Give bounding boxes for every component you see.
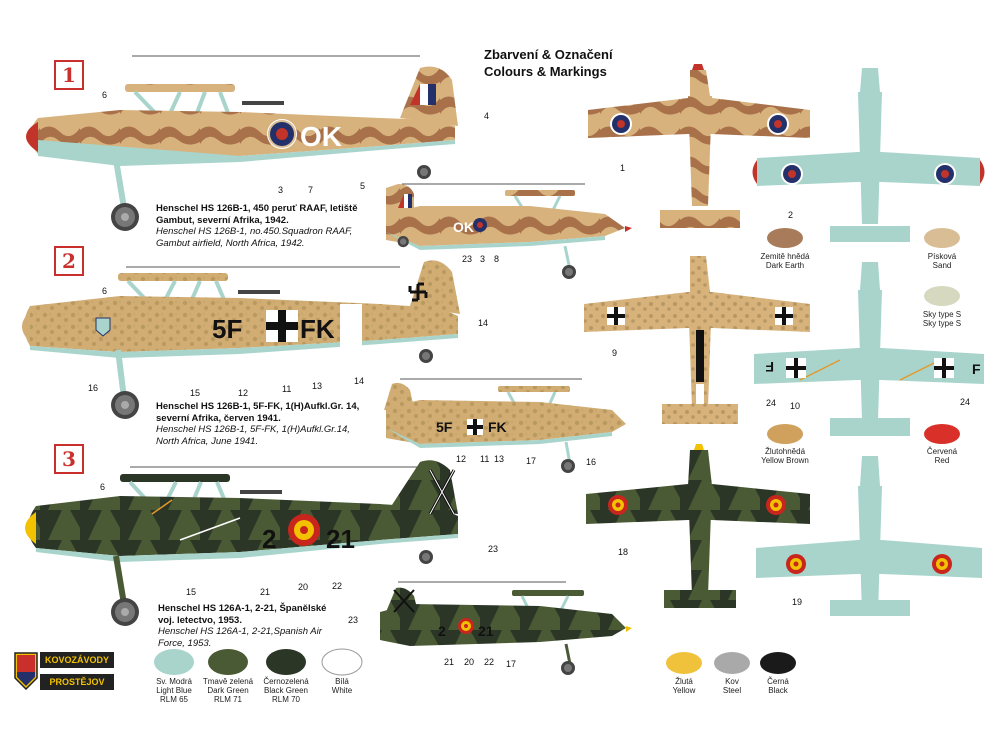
svg-text:2: 2 <box>262 524 276 554</box>
swatch-dark-earth <box>767 228 803 248</box>
callout: 11 <box>282 384 292 394</box>
callout: 14 <box>354 376 365 386</box>
callout: 13 <box>494 454 505 464</box>
scheme-3-small-view: 2 21 <box>380 581 632 675</box>
callout: 1 <box>620 163 626 173</box>
callout: 16 <box>88 383 99 393</box>
callout: 11 <box>480 454 490 464</box>
callout: 12 <box>456 454 467 464</box>
scheme-3-side-view: 2 21 <box>25 460 458 626</box>
svg-text:F: F <box>972 361 981 377</box>
misc-swatches <box>666 652 796 674</box>
callout: 19 <box>792 597 803 607</box>
scheme-3-caption: Henschel HS 126A-1, 2-21, Španělské voj.… <box>158 603 327 649</box>
callout: 17 <box>526 456 537 466</box>
callout: 18 <box>618 547 629 557</box>
callout: 3 <box>480 254 486 264</box>
callout: 21 <box>444 657 455 667</box>
svg-text:OK: OK <box>453 219 474 235</box>
svg-text:5F: 5F <box>436 419 453 435</box>
scheme-3-badge: 3 <box>54 444 84 474</box>
callout: 12 <box>238 388 249 398</box>
svg-text:2: 2 <box>438 623 446 639</box>
callout: 15 <box>190 388 201 398</box>
upper-wing <box>125 84 235 92</box>
scheme-2-small-view: 5F FK <box>384 378 626 473</box>
scheme-2-badge: 2 <box>54 246 84 276</box>
callout: 3 <box>278 185 284 195</box>
title-english: Colours & Markings <box>484 64 607 79</box>
callout: 22 <box>484 657 495 667</box>
callout: 21 <box>260 587 271 597</box>
callout: 23 <box>348 615 359 625</box>
scheme-1-side-view: OK <box>26 55 458 231</box>
swatch-red <box>924 424 960 444</box>
callout: 24 <box>766 398 777 408</box>
callout: 16 <box>586 457 597 467</box>
code-ok: OK <box>300 121 342 152</box>
callout: 6 <box>100 482 106 492</box>
callout: 5 <box>360 181 366 191</box>
callout: 20 <box>298 582 309 592</box>
swatch-yellow-brown <box>767 424 803 444</box>
callout: 6 <box>102 90 108 100</box>
callout: 2 <box>788 210 794 220</box>
svg-text:21: 21 <box>478 623 494 639</box>
callout: 10 <box>790 401 801 411</box>
callout: 23 <box>488 544 499 554</box>
callout: 13 <box>312 381 323 391</box>
callout: 4 <box>484 111 490 121</box>
scheme-2-top-views: F F <box>584 256 984 436</box>
callout: 15 <box>186 587 197 597</box>
callout: 14 <box>478 318 489 328</box>
logo-top-text: KOVOZÁVODY <box>40 652 114 668</box>
scheme-1-badge: 1 <box>54 60 84 90</box>
kovozavody-logo: KOVOZÁVODY PROSTĚJOV <box>14 652 114 692</box>
scheme-2-side-view: 5F FK <box>22 260 460 419</box>
logo-bottom-text: PROSTĚJOV <box>40 674 114 690</box>
callout: 7 <box>308 185 314 195</box>
right-swatches <box>767 228 960 444</box>
callout: 8 <box>494 254 500 264</box>
title-czech: Zbarvení & Označení <box>484 47 613 62</box>
scheme-3-top-views <box>586 444 982 616</box>
callout: 17 <box>506 659 517 669</box>
callout: 24 <box>960 397 971 407</box>
callout: 6 <box>102 286 108 296</box>
swatch-sand <box>924 228 960 248</box>
swatch-sky <box>924 286 960 306</box>
svg-text:FK: FK <box>488 419 507 435</box>
scheme-2-caption: Henschel HS 126B-1, 5F-FK, 1(H)Aufkl.Gr.… <box>156 401 360 447</box>
bottom-swatches <box>154 648 363 676</box>
scheme-1-top-views <box>588 64 985 242</box>
callout: 20 <box>464 657 475 667</box>
svg-text:21: 21 <box>326 524 355 554</box>
callout: 22 <box>332 581 343 591</box>
svg-text:F: F <box>765 359 774 375</box>
svg-text:5F: 5F <box>212 314 242 344</box>
callout: 9 <box>612 348 618 358</box>
callout: 23 <box>462 254 473 264</box>
svg-text:FK: FK <box>300 314 335 344</box>
shield-icon <box>14 652 38 690</box>
scheme-1-caption: Henschel HS 126B-1, 450 peruť RAAF, leti… <box>156 203 358 249</box>
scheme-1-small-view: OK <box>386 183 632 279</box>
